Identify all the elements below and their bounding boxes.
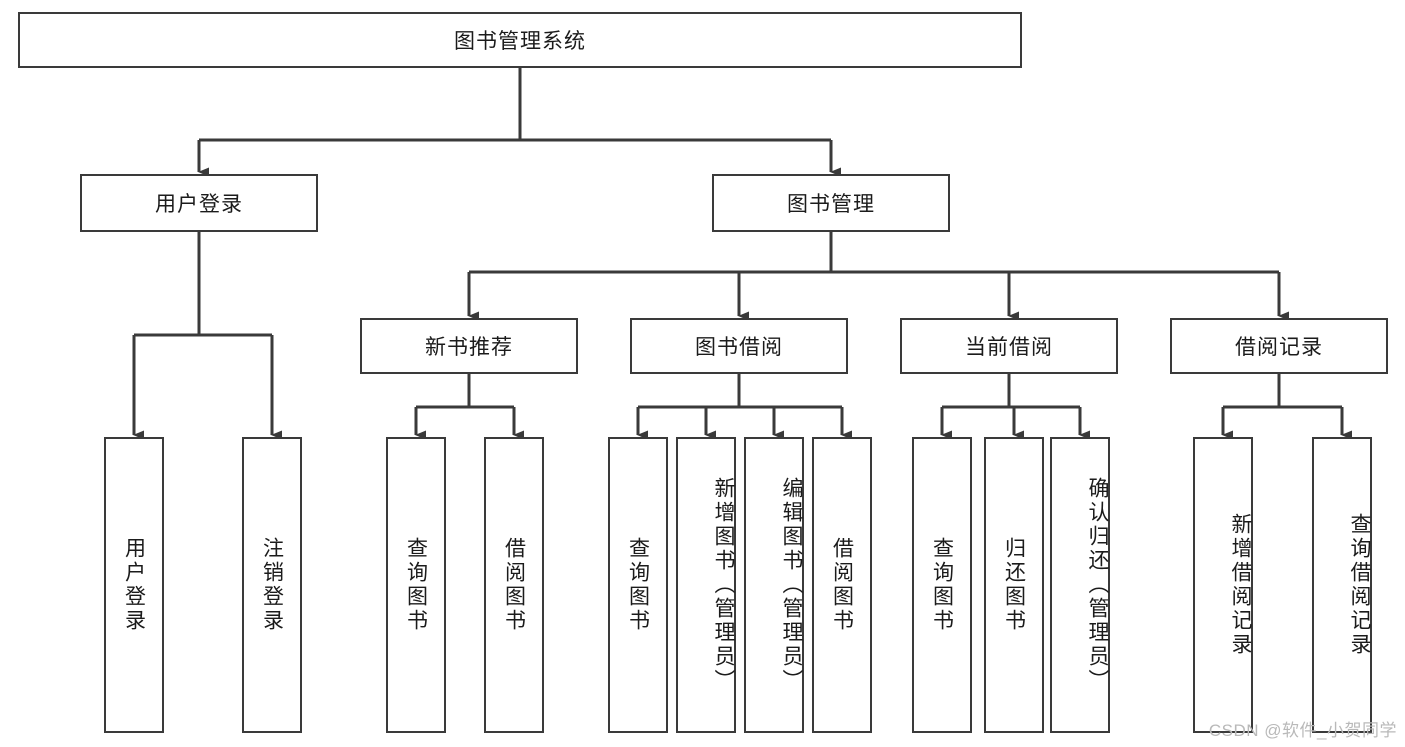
node-leaf-label: 借阅图书 — [830, 537, 854, 633]
node-level3-label: 图书借阅 — [695, 336, 783, 359]
node-leaf-label: 借阅图书 — [502, 537, 526, 633]
node-level3-label: 借阅记录 — [1235, 336, 1323, 359]
node-leaf-label: 归还图书 — [1002, 537, 1026, 633]
watermark-text: CSDN @软件_小贺同学 — [1208, 721, 1397, 740]
node-leaf-6[interactable]: 新增图书（管理员） — [676, 437, 736, 733]
node-level3-label: 新书推荐 — [425, 336, 513, 359]
node-leaf-13[interactable]: 查询借阅记录 — [1312, 437, 1372, 733]
node-level3-3[interactable]: 当前借阅 — [900, 318, 1118, 374]
node-leaf-2[interactable]: 注销登录 — [242, 437, 302, 733]
node-leaf-11[interactable]: 确认归还（管理员） — [1050, 437, 1110, 733]
node-root[interactable]: 图书管理系统 — [18, 12, 1022, 68]
node-level2-2[interactable]: 图书管理 — [712, 174, 950, 232]
node-leaf-12[interactable]: 新增借阅记录 — [1193, 437, 1253, 733]
node-leaf-label: 查询图书 — [930, 537, 954, 633]
node-level2-label: 图书管理 — [787, 193, 875, 216]
node-leaf-label: 用户登录 — [122, 537, 146, 633]
node-level2-label: 用户登录 — [155, 193, 243, 216]
node-leaf-label: 注销登录 — [260, 537, 284, 633]
node-level3-4[interactable]: 借阅记录 — [1170, 318, 1388, 374]
node-leaf-label: 新增图书（管理员） — [712, 477, 735, 693]
node-leaf-8[interactable]: 借阅图书 — [812, 437, 872, 733]
node-leaf-10[interactable]: 归还图书 — [984, 437, 1044, 733]
node-level3-2[interactable]: 图书借阅 — [630, 318, 848, 374]
node-leaf-label: 查询图书 — [404, 537, 428, 633]
node-leaf-label: 查询图书 — [626, 537, 650, 633]
node-leaf-label: 查询借阅记录 — [1348, 513, 1371, 657]
node-leaf-5[interactable]: 查询图书 — [608, 437, 668, 733]
node-leaf-label: 新增借阅记录 — [1229, 513, 1252, 657]
node-leaf-3[interactable]: 查询图书 — [386, 437, 446, 733]
node-level2-1[interactable]: 用户登录 — [80, 174, 318, 232]
node-level3-1[interactable]: 新书推荐 — [360, 318, 578, 374]
node-leaf-label: 编辑图书（管理员） — [780, 477, 803, 693]
node-leaf-7[interactable]: 编辑图书（管理员） — [744, 437, 804, 733]
node-leaf-label: 确认归还（管理员） — [1086, 477, 1109, 693]
node-leaf-4[interactable]: 借阅图书 — [484, 437, 544, 733]
node-leaf-9[interactable]: 查询图书 — [912, 437, 972, 733]
node-leaf-1[interactable]: 用户登录 — [104, 437, 164, 733]
node-level3-label: 当前借阅 — [965, 336, 1053, 359]
